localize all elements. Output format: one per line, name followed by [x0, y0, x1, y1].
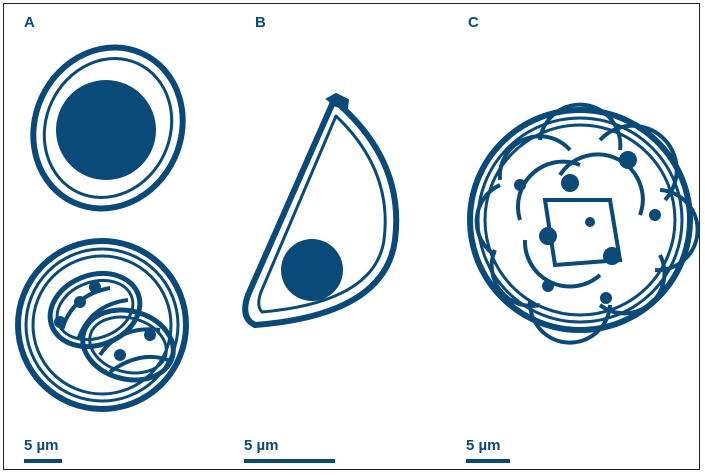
zygote-nucleus	[56, 80, 156, 180]
scale-label-c: 5 µm	[466, 437, 501, 454]
scale-bar-a	[24, 459, 62, 463]
scale-label-a: 5 µm	[24, 437, 59, 454]
sporulated-oocyst-c	[470, 105, 698, 343]
sporulated-oocyst	[18, 241, 186, 409]
scale-bar-c	[466, 459, 510, 463]
unsporulated-oocyst	[7, 23, 209, 233]
scale-label-b: 5 µm	[244, 437, 279, 454]
scale-bar-b	[244, 459, 335, 463]
nucleus-b	[281, 239, 343, 301]
sporocyst-b	[245, 94, 396, 325]
